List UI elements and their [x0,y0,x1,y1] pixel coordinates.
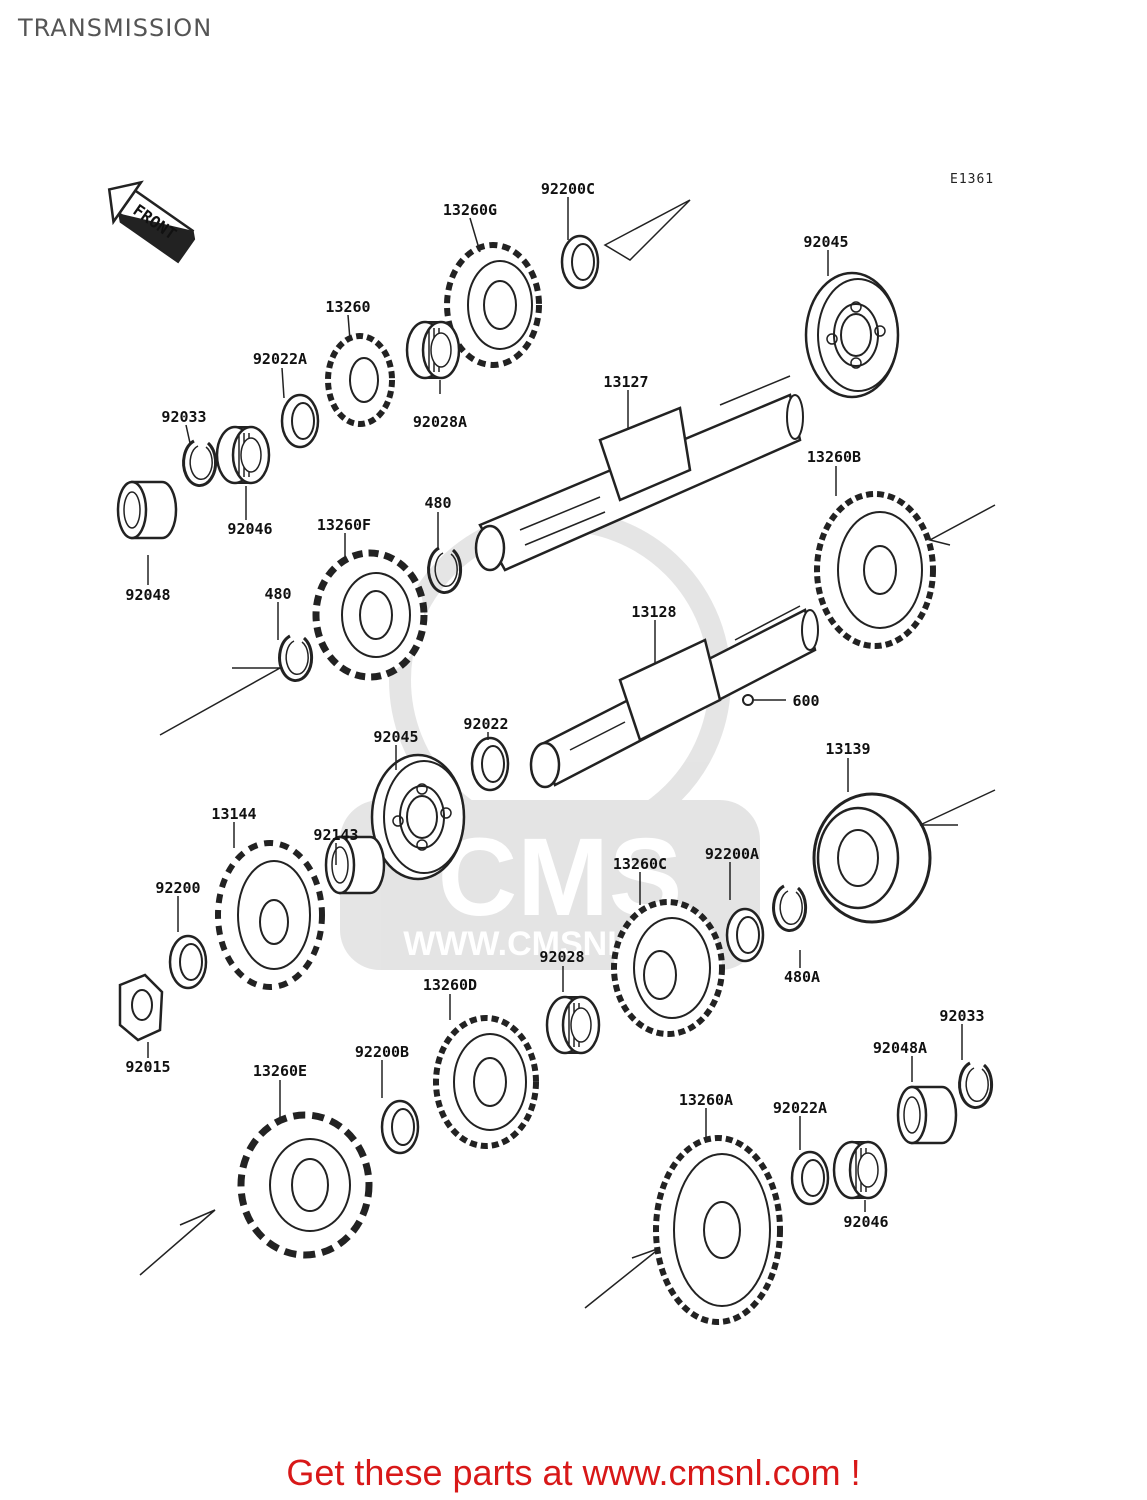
gear-13260A [653,1135,783,1325]
part-label: 92200 [155,879,201,897]
gear-13260G [444,242,542,368]
nut-92015 [118,973,164,1042]
washer-92200C [560,234,600,290]
page-title: TRANSMISSION [18,14,213,42]
washer-92200B [380,1099,420,1155]
circlip-92033-top [182,439,218,488]
part-label: 92046 [227,520,273,538]
part-label: 92143 [313,826,359,844]
part-label: 13139 [825,740,871,758]
part-label: 13144 [211,805,257,823]
part-label: 13260C [612,855,668,873]
gear-13260D [433,1015,539,1149]
part-label: 92200C [540,180,596,198]
main-shaft [474,375,804,572]
circlip-480-left [278,634,314,683]
part-label: 13260F [316,516,372,534]
collar-92143 [324,835,386,895]
part-label: 13260E [252,1062,308,1080]
part-label: 480A [783,968,821,986]
part-label: 92022A [252,350,308,368]
part-label: 92046 [843,1213,889,1231]
needle-bearing-92046-top [215,425,271,485]
part-label: 92033 [939,1007,985,1025]
needle-bearing-92028A [405,320,461,380]
part-label: 92200A [704,845,760,863]
gear-13260C [611,899,725,1037]
part-label: 13260D [422,976,478,994]
part-label: 13127 [603,373,649,391]
diagram-ref-code: E1361 [950,172,995,187]
part-label: 13128 [631,603,677,621]
part-label: 13260 [325,298,371,316]
bearing-92045-top [804,271,900,399]
gear-13260E [237,1111,373,1259]
gear-13260F [312,549,428,681]
gear-13260B [814,491,936,649]
part-label: 92028 [539,948,585,966]
part-label: 480 [264,585,292,603]
washer-92022 [470,736,510,792]
part-label: 92048A [872,1039,928,1057]
part-label: 92022A [772,1099,828,1117]
needle-bearing-92046-bottom [832,1140,888,1200]
part-label: 92028A [412,413,468,431]
part-label: 92022 [463,715,509,733]
leader-lines [147,197,963,1212]
washer-92200 [168,934,208,990]
part-label: 13260B [806,448,862,466]
gear-13260 [325,333,395,427]
part-label: 600 [792,692,820,710]
circlip-480A [772,884,808,933]
part-label: 13260A [678,1091,734,1109]
needle-bearing-92028 [545,995,601,1055]
collar-92048A [896,1085,958,1145]
part-label: 92200B [354,1043,410,1061]
bearing-92045-mid [370,753,466,881]
part-label: 92045 [373,728,419,746]
hub-13139 [812,792,932,924]
collar-92048 [116,480,178,540]
sprocket-13144 [215,840,325,990]
washer-92022A-top [280,393,320,449]
part-label: 480 [424,494,452,512]
circlip-92033-bottom [958,1061,994,1110]
part-label: 13260G [442,201,498,219]
ball-600 [742,694,754,706]
part-label: 92045 [803,233,849,251]
front-arrow: FRONT [107,180,196,264]
part-label: 92033 [161,408,207,426]
footer-cta-link[interactable]: Get these parts at www.cmsnl.com ! [286,1452,861,1493]
part-label: 92048 [125,586,171,604]
axis-lines [139,199,996,1309]
part-label: 92015 [125,1058,171,1076]
drive-shaft [529,605,819,789]
washer-92200A [725,907,765,963]
washer-92022A-bottom [790,1150,830,1206]
